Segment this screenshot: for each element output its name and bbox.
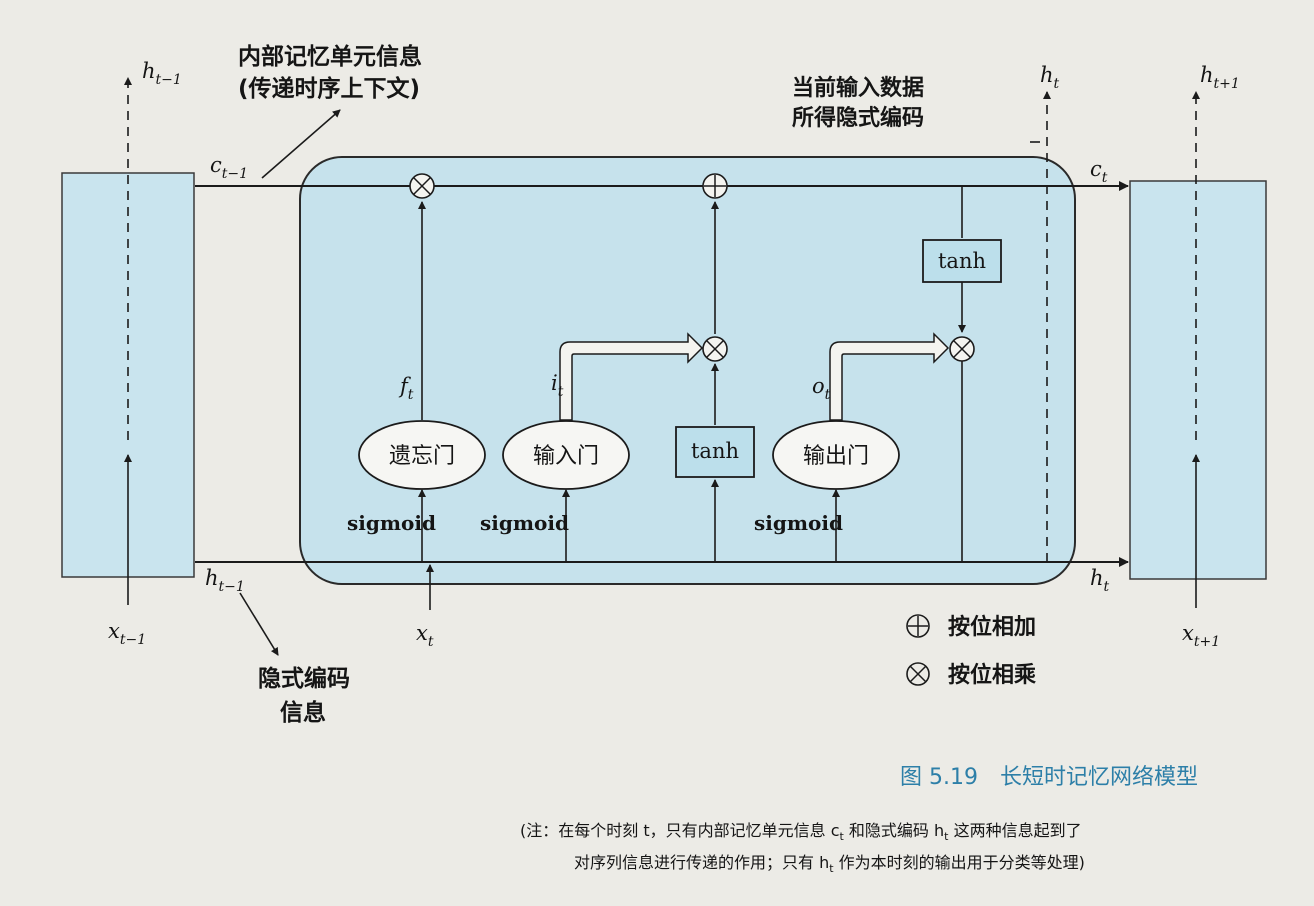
legend-mul-icon [906,662,930,686]
tanh-mid-label: tanh [691,439,739,463]
cell-info-title: 内部记忆单元信息 [238,43,422,70]
sigmoid-label-3: sigmoid [754,511,843,535]
h-t-bottom-label: ht [1090,566,1110,595]
cell-info-pointer [261,109,341,179]
forget-gate [358,420,486,490]
output-gate-hollow-arrow [829,332,950,421]
tanh-mid-box [675,426,755,478]
legend-add-label: 按位相加 [948,614,1036,640]
cell-add-icon [702,173,728,199]
o-t-label: ot [812,374,831,403]
x-t-label: xt [416,621,434,650]
input-gate-label: 输入门 [533,444,599,469]
h-prev-top-label: ht−1 [142,59,182,88]
sigmoid-label-2: sigmoid [480,511,569,535]
f-t-label: ft [398,374,414,403]
output-gate [772,420,900,490]
current-input-subtitle: 所得隐式编码 [792,105,924,131]
i-t-label: it [551,371,564,400]
h-t-top-label: ht [1040,63,1060,92]
legend-mul-label: 按位相乘 [948,662,1036,688]
next-timestep-block [1129,180,1267,580]
c-prev-label: ct−1 [210,153,248,182]
h-next-top-label: ht+1 [1200,63,1240,92]
note-line-2: 对序列信息进行传递的作用；只有 ht 作为本时刻的输出用于分类等处理) [574,853,1085,875]
x-next-label: xt+1 [1182,621,1220,650]
current-input-title: 当前输入数据 [792,75,924,101]
cell-info-subtitle: (传递时序上下文) [238,75,420,102]
output-gate-label: 输出门 [803,444,869,469]
x-prev-label: xt−1 [108,619,146,648]
hidden-info-pointer [239,592,279,656]
input-multiply-icon [702,336,728,362]
forget-gate-label: 遗忘门 [389,444,455,469]
input-gate-hollow-arrow [559,332,704,421]
output-multiply-icon [949,336,975,362]
c-t-label: ct [1090,157,1108,186]
tanh-top-box [922,239,1002,283]
forget-multiply-icon [409,173,435,199]
tanh-top-label: tanh [938,249,986,273]
figure-caption: 图 5.19 长短时记忆网络模型 [900,765,1198,790]
input-gate [502,420,630,490]
hidden-info-subtitle: 信息 [280,699,326,726]
note-line-1: (注：在每个时刻 t，只有内部记忆单元信息 ct 和隐式编码 ht 这两种信息起… [520,821,1082,843]
hidden-info-title: 隐式编码 [258,665,350,692]
h-prev-bottom-label: ht−1 [205,566,245,595]
sigmoid-label-1: sigmoid [347,511,436,535]
legend-add-icon [906,614,930,638]
